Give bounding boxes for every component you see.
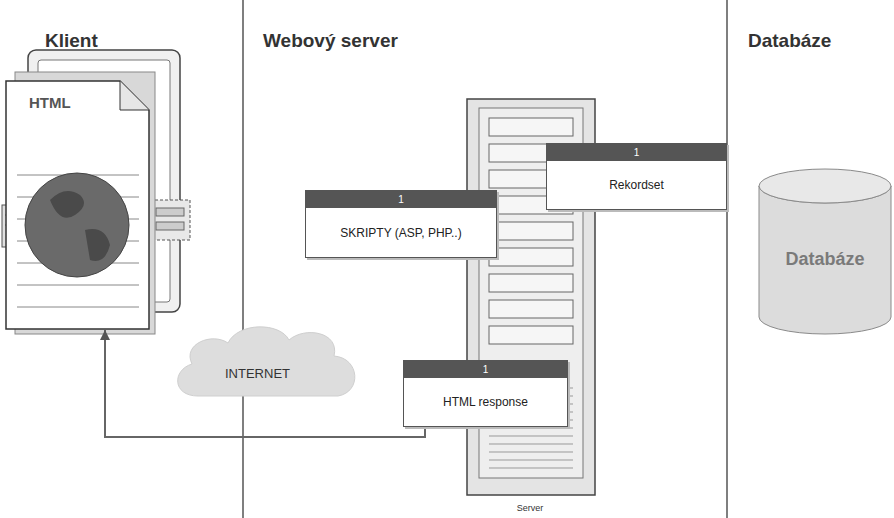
box-body: HTML response (404, 378, 567, 426)
box-label: Rekordset (609, 178, 664, 192)
client-computer (2, 50, 190, 334)
html-document: HTML (5, 80, 150, 330)
box-label: SKRIPTY (ASP, PHP..) (340, 226, 461, 240)
database-label: Databáze (785, 249, 864, 270)
window-box: 1SKRIPTY (ASP, PHP..) (305, 190, 497, 258)
column-heading: Klient (45, 30, 98, 52)
document-label: HTML (29, 94, 71, 111)
title-bar: 1 (306, 191, 496, 208)
database-cylinder: Databáze (758, 168, 892, 335)
window-box: 1Rekordset (546, 143, 727, 210)
window-box: 1HTML response (403, 360, 568, 427)
window-number: 1 (483, 364, 489, 376)
column-heading: Databáze (748, 30, 831, 52)
title-bar: 1 (547, 144, 726, 161)
window-number: 1 (634, 147, 640, 159)
column-heading: Webový server (263, 30, 398, 52)
window-number: 1 (398, 194, 404, 206)
internet-cloud: INTERNET (168, 318, 363, 408)
box-label: HTML response (443, 395, 528, 409)
column-divider (726, 0, 728, 518)
title-bar: 1 (404, 361, 567, 378)
column-divider (242, 0, 244, 518)
box-body: SKRIPTY (ASP, PHP..) (306, 208, 496, 257)
cloud-shape (168, 318, 363, 408)
server-label: Server (517, 503, 544, 513)
cloud-label: INTERNET (225, 366, 290, 381)
doc-shape (5, 80, 150, 330)
box-body: Rekordset (547, 161, 726, 209)
